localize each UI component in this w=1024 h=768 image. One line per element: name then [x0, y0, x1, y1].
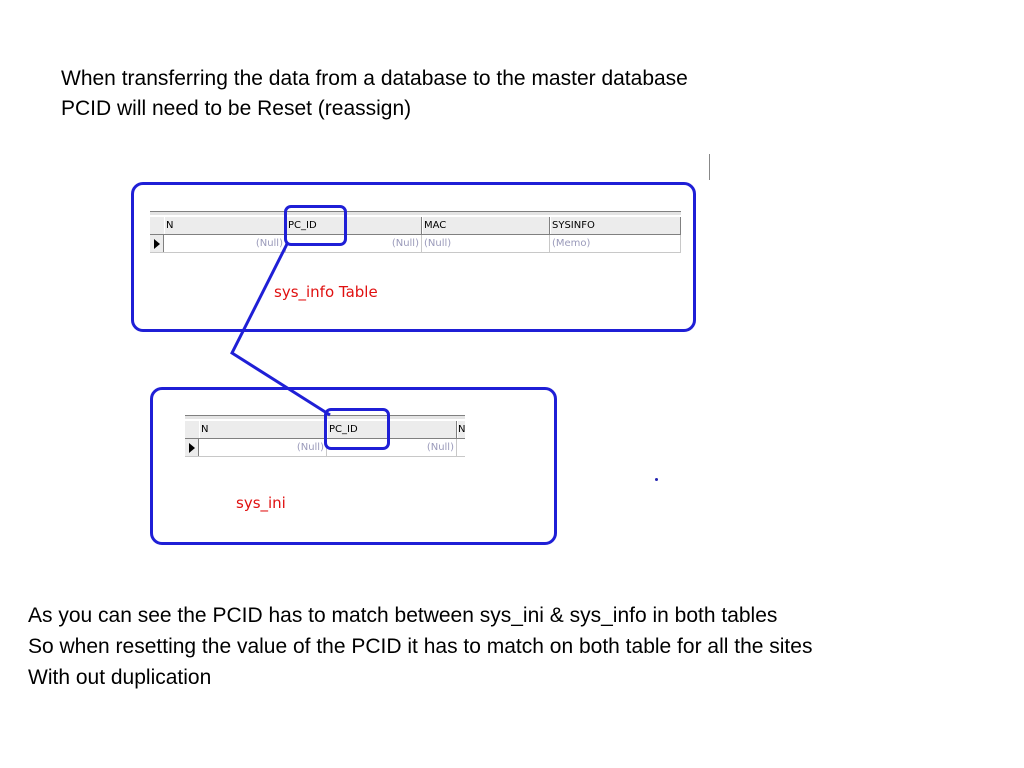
summary-line-2: So when resetting the value of the PCID …: [28, 635, 813, 658]
sys-info-frame: [131, 182, 696, 332]
row-indicator-icon: [150, 235, 164, 252]
intro-line-1: When transferring the data from a databa…: [61, 67, 688, 90]
cell-pc-id[interactable]: (Null): [286, 235, 422, 252]
cell-n[interactable]: (Null): [164, 235, 286, 252]
cell-n[interactable]: (Null): [199, 439, 327, 456]
column-header-n[interactable]: N: [199, 421, 327, 438]
row-indicator-icon: [185, 439, 199, 456]
cell-sysinfo[interactable]: (Memo): [550, 235, 681, 252]
column-header-pc-id[interactable]: PC_ID: [327, 421, 457, 438]
summary-line-3: With out duplication: [28, 666, 212, 689]
column-header-pc-id[interactable]: PC_ID: [286, 217, 422, 234]
column-header-sysinfo[interactable]: SYSINFO: [550, 217, 681, 234]
table-row[interactable]: (Null) (Null) (Null) (Memo): [150, 235, 681, 253]
sys-info-caption: sys_info Table: [274, 283, 378, 301]
summary-text: As you can see the PCID has to match bet…: [28, 600, 812, 693]
column-header-n[interactable]: N: [164, 217, 286, 234]
stray-dot: [655, 478, 658, 481]
stray-mark: [709, 154, 710, 180]
sys-info-header-row: N PC_ID MAC SYSINFO: [150, 216, 681, 235]
intro-text: When transferring the data from a databa…: [61, 64, 688, 124]
pc-id-highlight-sys-info: [284, 205, 347, 246]
cell-pc-id[interactable]: (Null): [327, 439, 457, 456]
sys-info-grid: N PC_ID MAC SYSINFO (Null) (Null) (Null)…: [150, 211, 681, 258]
sys-ini-frame: [150, 387, 557, 545]
column-header-n-partial[interactable]: N: [457, 421, 465, 438]
intro-line-2: PCID will need to be Reset (reassign): [61, 97, 412, 120]
pc-id-highlight-sys-ini: [324, 408, 390, 450]
table-row[interactable]: (Null) (Null): [185, 439, 465, 457]
sys-ini-caption: sys_ini: [236, 494, 286, 512]
cell-mac[interactable]: (Null): [422, 235, 550, 252]
summary-line-1: As you can see the PCID has to match bet…: [28, 604, 778, 627]
column-header-mac[interactable]: MAC: [422, 217, 550, 234]
